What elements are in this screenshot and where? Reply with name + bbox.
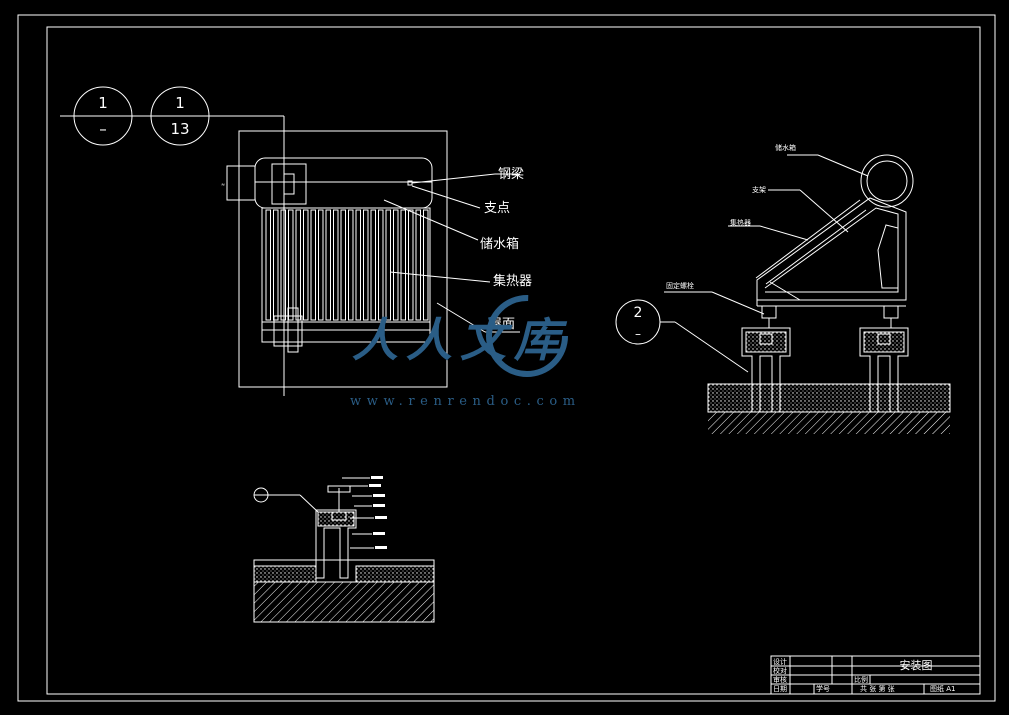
plan-label-water-tank: 储水箱 (480, 236, 519, 252)
detail-marker-2-bottom: 13 (170, 120, 189, 138)
role-check: 校对 (773, 666, 787, 675)
plan-label-steel-beam: 钢梁 (498, 167, 524, 182)
sheets-label: 共 张 第 张 (860, 684, 895, 693)
side-label-anchor-bolt: 固定螺栓 (666, 281, 694, 290)
collector-tube (265, 209, 271, 321)
section-marker-2 (615, 299, 661, 345)
section-detail (253, 476, 435, 623)
scale-label: 比例 (854, 675, 868, 684)
side-label-water-tank: 储水箱 (775, 143, 796, 152)
collector-tube (325, 209, 331, 321)
collector-tube (363, 209, 369, 321)
collector-tube (348, 209, 354, 321)
bottom-rail (261, 321, 431, 343)
collector-tube (385, 209, 391, 321)
collector-tube (333, 209, 339, 321)
section-marker-2-top: 2 (634, 305, 643, 321)
detail-marker-2-top: 1 (175, 94, 185, 112)
plan-label-collector: 集热器 (493, 273, 532, 289)
detail-marker-2: 1 13 (150, 86, 210, 146)
collector-tube (280, 209, 286, 321)
drawing-title: 安装图 (900, 658, 933, 672)
collector-tube (288, 209, 294, 321)
plan-label-support-point: 支点 (484, 201, 510, 216)
plan-label-roof: 屋面 (489, 317, 515, 332)
collector-tube (355, 209, 361, 321)
collector-tube (408, 209, 414, 321)
water-tank (254, 157, 433, 209)
role-design: 设计 (773, 657, 787, 666)
side-water-tank (860, 154, 914, 208)
plan-view: ≈ 钢梁 支点 储水箱 集热器 屋面 (221, 116, 532, 396)
detail-marker-1: 1 – (60, 86, 284, 146)
collector-tube (318, 209, 324, 321)
roof-outline (238, 130, 448, 388)
side-label-bracket: 支架 (752, 185, 766, 194)
collector-tube (423, 209, 429, 321)
side-label-collector: 集热器 (730, 218, 751, 227)
collector-tube (340, 209, 346, 321)
section-marker-2-bottom: – (635, 327, 641, 341)
collector-tube (370, 209, 376, 321)
collector-tube (400, 209, 406, 321)
side-view: 储水箱 支架 集热器 固定螺栓 2 – (615, 143, 951, 434)
role-review: 审核 (773, 675, 787, 684)
collector-tube (303, 209, 309, 321)
collector-tube (393, 209, 399, 321)
collector-tube (310, 209, 316, 321)
paper-label: 图纸 A1 (930, 684, 955, 693)
collector-tube (415, 209, 421, 321)
inner-border (46, 26, 981, 695)
number-label: 学号 (816, 684, 830, 693)
role-date: 日期 (773, 685, 787, 693)
collector-tube (295, 209, 301, 321)
outer-border (17, 14, 996, 702)
detail-marker-1-top: 1 (98, 94, 108, 112)
watermark: 人人文库 www.renrendoc.com (350, 295, 581, 409)
pier (741, 327, 791, 413)
collector-tube (273, 209, 279, 321)
watermark-brand: 人人文库 (352, 313, 568, 367)
svg-text:≈: ≈ (221, 182, 225, 188)
collector-tubes (265, 209, 429, 321)
detail-marker-1-bottom: – (99, 120, 107, 138)
pier (859, 327, 909, 413)
title-block: 安装图 设计 校对 审核 日期 比例 学号 共 张 第 张 图纸 A1 (770, 655, 981, 695)
watermark-url: www.renrendoc.com (350, 394, 581, 409)
collector-tube (378, 209, 384, 321)
